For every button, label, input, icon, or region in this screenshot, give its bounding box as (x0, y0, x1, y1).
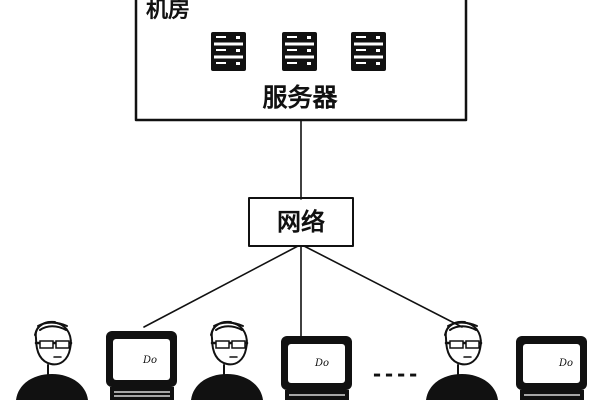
server-rack-icon (282, 32, 317, 71)
screen-mark: Do (142, 355, 157, 366)
server-rack-icon (351, 32, 386, 71)
server-room-title: 机房 (146, 0, 190, 23)
desktop-computer-icon: Do (106, 331, 177, 400)
screen-mark: Do (558, 358, 573, 369)
screen-mark: Do (314, 358, 329, 369)
client-workstation-2: Do (191, 320, 352, 400)
server-rack-icon (211, 32, 246, 71)
network-client-links (143, 245, 463, 337)
desktop-computer-icon: Do (281, 336, 352, 400)
server-room-box: 机房 (134, 0, 468, 122)
user-with-glasses-icon (16, 320, 88, 400)
client-workstation-3: Do (426, 320, 587, 400)
client-workstation-1: Do (16, 320, 177, 400)
network-node: 网络 (248, 197, 354, 247)
network-label: 网络 (277, 208, 325, 236)
desktop-computer-icon: Do (516, 336, 587, 400)
network-to-client-1-link (143, 245, 299, 328)
server-caption: 服务器 (262, 83, 338, 112)
user-with-glasses-icon (426, 320, 498, 400)
network-to-client-3-link (303, 245, 463, 328)
user-with-glasses-icon (191, 320, 263, 400)
more-clients-ellipsis: ---- (371, 362, 419, 386)
